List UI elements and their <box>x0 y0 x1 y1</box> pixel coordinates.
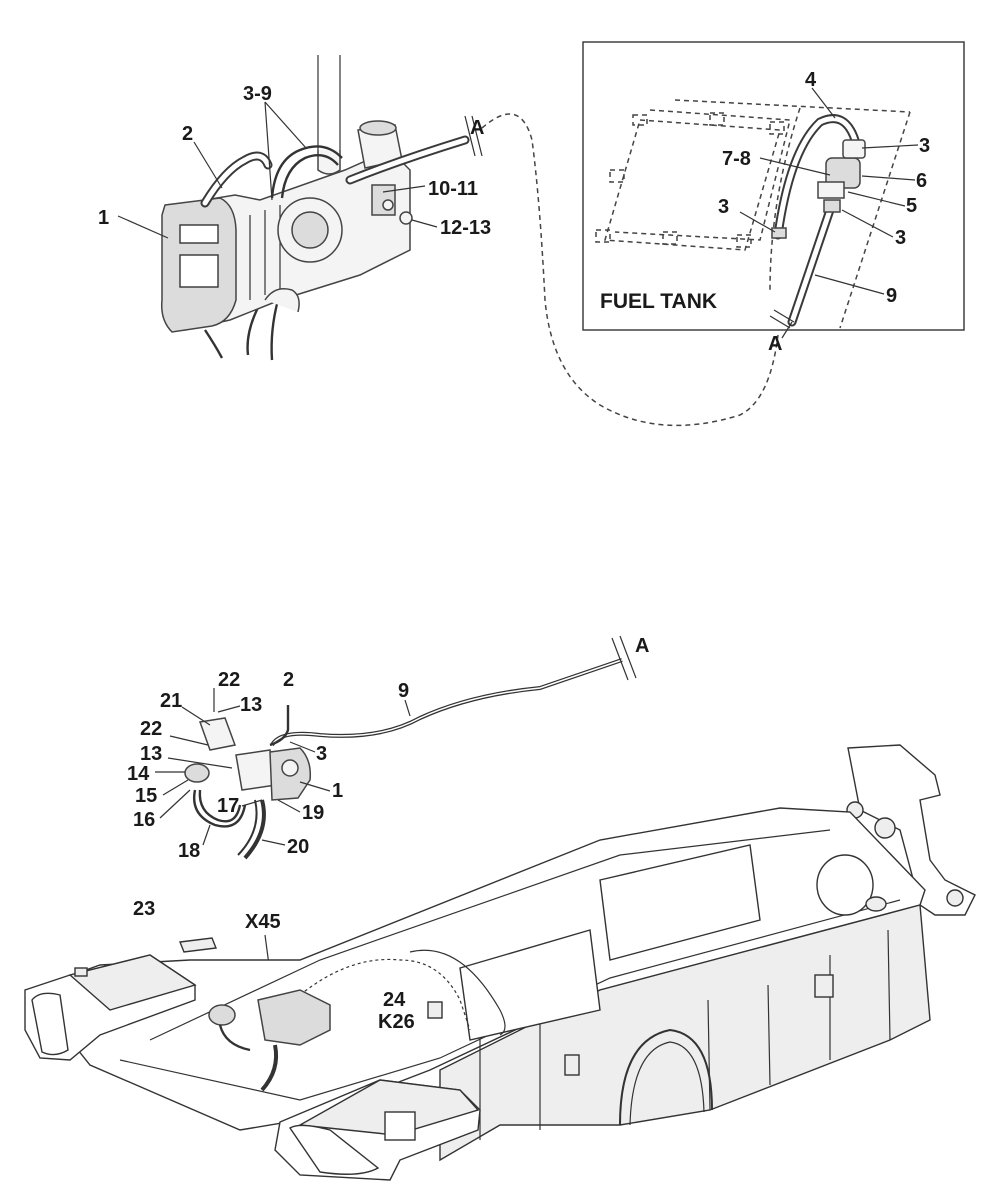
chassis-frame <box>28 744 976 1162</box>
heater-installed <box>208 989 331 1092</box>
callout-19: 19 <box>302 802 324 824</box>
callout-10-11: 10-11 <box>428 178 478 200</box>
battery-box-right <box>274 1079 481 1181</box>
inset-callout-3a: 3 <box>919 135 930 157</box>
battery-box-left <box>24 954 197 1061</box>
callout-17: 17 <box>217 795 239 817</box>
callout-22-top: 22 <box>218 669 240 691</box>
callout-23: 23 <box>133 898 155 920</box>
callout-13-mid: 13 <box>140 743 162 765</box>
callout-3-9: 3-9 <box>243 83 272 105</box>
inset-callout-3b: 3 <box>718 196 729 218</box>
inset-callout-3c: 3 <box>895 227 906 249</box>
callout-k26: K26 <box>378 1011 415 1033</box>
inset-callout-6: 6 <box>916 170 927 192</box>
callout-12-13: 12-13 <box>440 217 491 239</box>
fuel-line-9 <box>270 635 637 747</box>
callout-2: 2 <box>182 123 193 145</box>
inset-title: FUEL TANK <box>600 290 717 313</box>
callout-24: 24 <box>383 989 406 1011</box>
callout-14: 14 <box>127 763 150 785</box>
break-mark <box>464 115 476 157</box>
inset-callout-5: 5 <box>906 195 917 217</box>
callout-2-bottom: 2 <box>283 669 294 691</box>
decal-23 <box>179 937 217 953</box>
inset-callout-4: 4 <box>805 69 817 91</box>
fuel-line-route <box>481 113 779 427</box>
callout-a-top: A <box>470 117 484 139</box>
heater-leaders <box>117 101 438 239</box>
heater-assembly <box>160 55 470 361</box>
inset-callout-9: 9 <box>886 285 897 307</box>
callout-15: 15 <box>135 785 157 807</box>
callout-18: 18 <box>178 840 200 862</box>
callout-22-mid: 22 <box>140 718 162 740</box>
callout-a-bottom: A <box>635 635 649 657</box>
callout-1-bottom: 1 <box>332 780 343 802</box>
fuel-tank-inset <box>582 41 965 339</box>
inset-callout-a: A <box>768 333 782 355</box>
callout-16: 16 <box>133 809 155 831</box>
callout-3-bottom: 3 <box>316 743 327 765</box>
callout-x45: X45 <box>245 911 281 933</box>
callout-21: 21 <box>160 690 182 712</box>
callout-13-top: 13 <box>240 694 262 716</box>
inset-callout-7-8: 7-8 <box>722 148 751 170</box>
heater-exploded <box>184 688 312 860</box>
callout-9-bottom: 9 <box>398 680 409 702</box>
callout-1: 1 <box>98 207 109 229</box>
callout-20: 20 <box>287 836 309 858</box>
